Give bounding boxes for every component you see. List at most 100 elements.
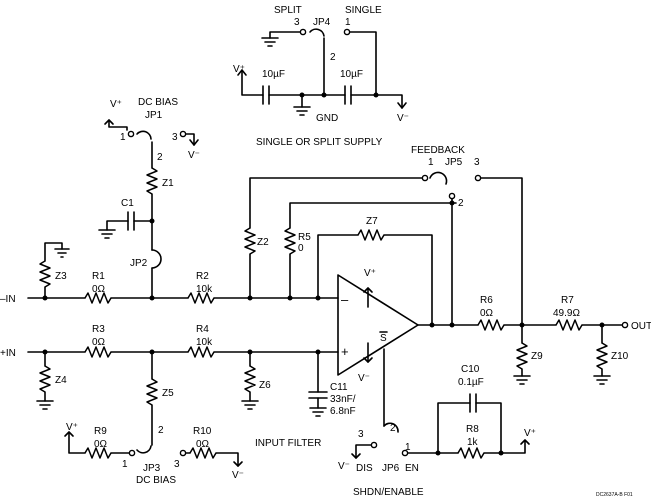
cap-left-value: 10µF <box>262 69 285 80</box>
r1-resistor-icon <box>84 292 112 304</box>
jp1-vplus-wire <box>108 119 128 131</box>
z4-label: Z4 <box>55 375 67 386</box>
c10-label: C10 <box>461 364 480 375</box>
shdn-enable: 2 3 V⁻ DIS JP6 EN 1 SHDN/ENABLE C10 0.1µ… <box>338 364 536 498</box>
supply-vplus-wire <box>241 69 264 96</box>
noninverting-input-label: +IN <box>0 348 16 359</box>
jp6-vminus-wire <box>355 444 372 459</box>
jp1-dc-bias-label: DC BIAS <box>138 97 178 108</box>
jp6-vminus-label: V⁻ <box>338 461 350 472</box>
z9-resistor-icon <box>516 342 528 370</box>
jp5-pin3: 3 <box>474 157 480 168</box>
r2-resistor-icon <box>187 292 215 304</box>
junction-dot <box>498 450 504 456</box>
r7-value: 49.9Ω <box>553 308 580 319</box>
arrow-down-icon <box>397 102 407 109</box>
jp4-label: JP4 <box>313 17 331 28</box>
jp3-pin2: 2 <box>158 425 164 436</box>
r9-resistor-icon <box>84 447 112 459</box>
r8-value: 1k <box>467 437 479 448</box>
z3-label: Z3 <box>55 271 67 282</box>
split-label: SPLIT <box>274 5 302 16</box>
jp1-pin3: 3 <box>172 132 178 143</box>
jp3-vminus-label: V⁻ <box>232 470 244 481</box>
r1-value: 0Ω <box>92 284 106 295</box>
junction-dot <box>449 200 455 206</box>
c1-label: C1 <box>121 198 134 209</box>
c10-right-wire <box>475 402 502 454</box>
jp6-en-label: EN <box>405 463 419 474</box>
jp6-pin1-terminal <box>401 449 409 457</box>
junction-dot <box>429 322 435 328</box>
c11-label: C11 <box>330 382 348 393</box>
supply-section: SPLIT SINGLE 3 JP4 1 2 V⁺ 10µF GND 10µF … <box>233 5 409 148</box>
r6-value: 0Ω <box>480 308 494 319</box>
r3-label: R3 <box>92 324 105 335</box>
r3-value: 0Ω <box>92 337 106 348</box>
output-section: R6 0Ω Z9 R7 49.9Ω OUT Z10 <box>477 295 651 385</box>
r8-resistor-icon <box>457 447 485 459</box>
r10-vminus-wire <box>215 452 239 467</box>
r5-resistor-icon <box>284 227 296 255</box>
ground-icon <box>293 106 311 116</box>
feedback-label: FEEDBACK <box>411 145 465 156</box>
opamp-shdn-pin: S <box>380 333 387 344</box>
jp6-pin2: 2 <box>390 423 396 434</box>
r4-value: 10k <box>196 337 213 348</box>
z1-resistor-icon <box>146 167 158 195</box>
out-terminal <box>621 321 629 329</box>
jp5-pin1: 1 <box>428 157 434 168</box>
z2-label: Z2 <box>257 237 269 248</box>
jp3-dc-bias-label: DC BIAS <box>136 475 176 486</box>
z7-right-wire <box>383 234 433 326</box>
z1-label: Z1 <box>162 178 174 189</box>
z6-label: Z6 <box>259 380 271 391</box>
opamp-triangle-icon <box>337 274 419 376</box>
inverting-input: –IN Z3 R1 0Ω R2 10k <box>0 242 339 305</box>
jp1-label: JP1 <box>145 110 163 121</box>
single-label: SINGLE <box>345 5 382 16</box>
jp4-pin3: 3 <box>294 17 300 28</box>
jp3-pin1-terminal <box>128 449 136 457</box>
z10-label: Z10 <box>611 351 629 362</box>
jp1-pin2: 2 <box>157 152 163 163</box>
z9-label: Z9 <box>531 351 543 362</box>
z2-top-wire <box>249 177 423 229</box>
r3-resistor-icon <box>84 346 112 358</box>
arrow-up-icon <box>237 69 247 76</box>
c1-capacitor-icon <box>127 211 135 231</box>
r10-resistor-icon <box>189 447 217 459</box>
shdn-enable-caption: SHDN/ENABLE <box>353 487 424 498</box>
opamp-plus-sign: + <box>341 344 349 359</box>
z10-resistor-icon <box>596 342 608 370</box>
jp3-vplus-label: V⁺ <box>66 422 78 433</box>
r5-top-wire <box>289 202 457 229</box>
r2-label: R2 <box>196 271 209 282</box>
jp5-pin3-terminal <box>474 174 482 182</box>
c10-capacitor-icon <box>469 393 477 413</box>
supply-vplus-label: V⁺ <box>233 64 245 75</box>
c11-capacitor-icon <box>308 391 328 399</box>
noninverting-input: +IN Z4 R3 0Ω R4 10k Z6 C11 33nF/ 6.8nF I… <box>0 324 356 449</box>
jp2-jumper-icon <box>151 249 162 269</box>
jp2-label: JP2 <box>130 258 148 269</box>
z5-resistor-icon <box>146 378 158 406</box>
z7-resistor-icon <box>357 229 385 241</box>
capacitor-left-icon <box>262 85 270 105</box>
ground-icon <box>241 400 259 410</box>
opamp-vplus-label: V⁺ <box>364 268 376 279</box>
jp4-pin1: 1 <box>345 17 351 28</box>
z5-label: Z5 <box>162 388 174 399</box>
r10-label: R10 <box>193 426 212 437</box>
jp3-label: JP3 <box>143 463 161 474</box>
jp5-pin2: 2 <box>458 198 464 209</box>
c10-value: 0.1µF <box>458 377 484 388</box>
z3-resistor-icon <box>39 260 51 288</box>
ground-icon <box>513 375 531 385</box>
r9-value: 0Ω <box>94 439 108 450</box>
jp1-pin1: 1 <box>120 132 126 143</box>
figure-code: DC2637A-B F01 <box>596 492 633 498</box>
r5-value: 0 <box>298 243 304 254</box>
ground-icon <box>36 400 54 410</box>
input-filter-label: INPUT FILTER <box>255 438 321 449</box>
